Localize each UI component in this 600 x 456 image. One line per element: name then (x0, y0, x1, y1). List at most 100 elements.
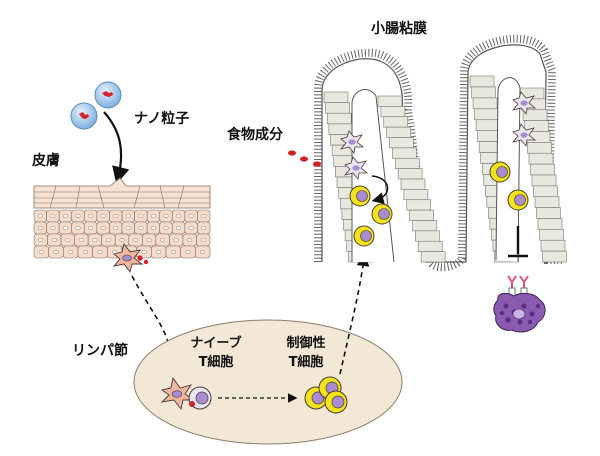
skin-cell-nucleus (92, 237, 98, 243)
skin-cell-nucleus (138, 213, 144, 219)
skin-cell-nucleus (187, 237, 193, 243)
lymph-treg-cluster (304, 376, 348, 414)
enterocyte (533, 185, 558, 198)
skin-cell-nucleus (97, 249, 103, 255)
enterocyte (539, 229, 564, 241)
enterocyte (377, 95, 403, 107)
enterocyte (389, 137, 414, 149)
regulatory-t-cell-icon (489, 161, 511, 183)
enterocyte (469, 75, 495, 88)
keratinocyte-layer (33, 209, 211, 259)
lymph-to-mucosa-arrow (339, 253, 370, 375)
skin-cell-nucleus (88, 213, 94, 219)
intestinal-mucosa-label: 小腸粘膜 (371, 21, 427, 37)
naive-t-cell-label: ナイーブ T細胞 (186, 332, 246, 370)
villus-dendritic-cell (339, 130, 365, 154)
villus-dendritic-cell (511, 91, 537, 115)
skin-cell-nucleus (75, 213, 81, 219)
skin-tissue (33, 177, 211, 265)
enterocyte (537, 218, 563, 230)
naive-t-cell (188, 386, 212, 410)
mast-cell-icon (493, 275, 546, 333)
food-component-label: 食物成分 (227, 127, 283, 143)
skin-cell-nucleus (62, 225, 68, 231)
regulatory-t-cell-icon (349, 185, 371, 207)
enterocyte (531, 174, 557, 187)
skin-cell-nucleus (65, 237, 71, 243)
enterocyte (397, 168, 423, 180)
inhibition-bar-icon (508, 226, 528, 258)
skin-cell-nucleus (119, 237, 125, 243)
skin-cell-nucleus (160, 237, 166, 243)
skin-cell-nucleus (156, 249, 162, 255)
skin-cell-nucleus (133, 237, 138, 243)
enterocyte (540, 239, 566, 252)
enterocyte (417, 240, 443, 252)
skin-cell-nucleus (150, 225, 156, 231)
regulatory-t-cell-icon (353, 225, 375, 247)
nanoparticle (94, 81, 122, 109)
skin-cell-nucleus (113, 225, 119, 231)
skin-cell-nucleus (141, 249, 147, 255)
enterocyte (403, 189, 429, 201)
regulatory-t-cell-icon (507, 189, 529, 211)
skin-cell-nucleus (163, 213, 169, 219)
villus-dendritic-cell (343, 156, 369, 180)
skin-cell-nucleus (38, 237, 44, 243)
skin-cell-nucleus (201, 225, 207, 231)
enterocyte (471, 86, 496, 99)
enterocyte (475, 119, 501, 132)
nanoparticle-arrow (103, 111, 130, 185)
treg-label-line2: T細胞 (288, 355, 324, 370)
enterocyte (415, 230, 440, 242)
skin-cell-nucleus (106, 237, 111, 243)
lymph-node-label: リンパ節 (72, 343, 128, 359)
treg-label-line1: 制御性 (286, 336, 326, 351)
enterocyte (383, 116, 409, 128)
enterocyte (472, 97, 498, 110)
skin-cell-nucleus (176, 213, 182, 219)
skin-cell-nucleus (125, 213, 131, 219)
enterocyte (409, 209, 434, 221)
regulatory-t-cell-icon (304, 386, 328, 410)
skin-cell-nucleus (50, 213, 56, 219)
regulatory-t-cell-icon (371, 203, 393, 225)
enterocyte (400, 178, 426, 190)
skin-cell-nucleus (62, 213, 68, 219)
food-antigen (288, 150, 321, 167)
skin-cell-nucleus (200, 237, 206, 243)
skin-cell-nucleus (200, 249, 206, 255)
skin-dendritic-cell (112, 242, 144, 274)
treg-label: 制御性 T細胞 (276, 332, 336, 370)
nanoparticle-group (70, 81, 122, 130)
naive-t-cell-label-line1: ナイーブ (190, 336, 242, 351)
skin-cell-nucleus (176, 225, 182, 231)
enterocyte (326, 112, 352, 125)
skin-cell-nucleus (188, 225, 194, 231)
enterocyte (542, 250, 567, 263)
dc-to-treg-arrow (371, 175, 389, 204)
regulatory-t-cell-icon (324, 390, 348, 414)
skin-cell-nucleus (185, 249, 191, 255)
skin-cell-nucleus (50, 225, 56, 231)
nanoparticle-label: ナノ粒子 (134, 111, 190, 127)
enterocyte (534, 196, 560, 208)
skin-cell-nucleus (100, 213, 106, 219)
skin-to-lymph-arrow (131, 275, 176, 357)
skin-cell-nucleus (138, 225, 144, 231)
skin-cell-nucleus (113, 213, 119, 219)
skin-cell-nucleus (78, 237, 84, 243)
enterocyte (528, 152, 554, 165)
skin-cell-nucleus (51, 237, 57, 243)
enterocyte (386, 126, 411, 138)
skin-cell-nucleus (170, 249, 176, 255)
enterocyte (530, 163, 555, 176)
nanoparticle (70, 102, 98, 130)
villus-dendritic-cell (511, 123, 537, 147)
skin-cell-nucleus (68, 249, 74, 255)
skin-cell-nucleus (37, 213, 43, 219)
skin-cell-nucleus (173, 237, 179, 243)
skin-cell-nucleus (188, 213, 194, 219)
skin-cell-nucleus (75, 225, 81, 231)
